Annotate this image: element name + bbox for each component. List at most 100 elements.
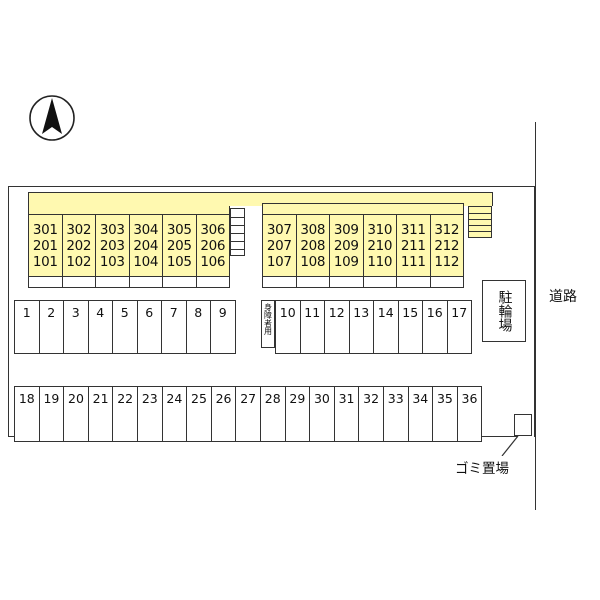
unit-number: 111 bbox=[400, 254, 426, 270]
trash-area-label: ゴミ置場 bbox=[455, 461, 509, 477]
parking-slot-number: 26 bbox=[215, 391, 232, 406]
parking-slot: 4 bbox=[88, 300, 113, 354]
trash-leader-line bbox=[501, 436, 519, 456]
unit-number: 303 bbox=[99, 222, 125, 238]
parking-slot-number: 33 bbox=[387, 391, 404, 406]
parking-slot: 23 bbox=[137, 386, 163, 442]
parking-slot-number: 25 bbox=[191, 391, 207, 406]
parking-slot: 28 bbox=[260, 386, 286, 442]
north-arrow-icon bbox=[29, 95, 75, 141]
parking-slot: 5 bbox=[113, 300, 138, 354]
parking-slot: 7 bbox=[162, 300, 187, 354]
balcony bbox=[430, 276, 463, 287]
parking-slot: 21 bbox=[88, 386, 114, 442]
parking-slot-number: 10 bbox=[279, 305, 296, 320]
parking-slot-number: 9 bbox=[218, 305, 227, 320]
parking-slot-number: 12 bbox=[328, 305, 345, 320]
unit-number: 305 bbox=[166, 222, 192, 238]
parking-slot: 13 bbox=[349, 300, 374, 354]
parking-slot-number: 34 bbox=[412, 391, 429, 406]
parking-slot-number: 28 bbox=[264, 391, 281, 406]
balcony bbox=[296, 276, 330, 287]
parking-slot-number: 36 bbox=[461, 391, 478, 406]
unit-number: 205 bbox=[166, 238, 192, 254]
balcony bbox=[62, 276, 96, 287]
parking-slot: 8 bbox=[186, 300, 211, 354]
parking-slot-number: 1 bbox=[22, 305, 31, 320]
parking-slot: 30 bbox=[310, 386, 335, 442]
parking-slot: 26 bbox=[211, 386, 237, 442]
stair-east bbox=[468, 206, 492, 238]
unit-number: 309 bbox=[333, 222, 359, 238]
parking-slot-number: 29 bbox=[289, 391, 306, 406]
trash-area-box bbox=[514, 414, 532, 436]
parking-slot-number: 23 bbox=[141, 391, 158, 406]
parking-slot-number: 7 bbox=[169, 305, 178, 320]
unit-number: 308 bbox=[300, 222, 326, 238]
parking-slot-number: 16 bbox=[426, 305, 443, 320]
parking-slot: 20 bbox=[64, 386, 89, 442]
parking-slot-number: 3 bbox=[71, 305, 80, 320]
parking-slot-number: 35 bbox=[436, 391, 453, 406]
site-boundary bbox=[8, 186, 535, 437]
unit-number: 211 bbox=[400, 238, 426, 254]
parking-slot: 33 bbox=[383, 386, 409, 442]
parking-slot-number: 30 bbox=[313, 391, 330, 406]
unit-number: 307 bbox=[266, 222, 292, 238]
parking-slot-number: 2 bbox=[47, 305, 56, 320]
parking-slot-number: 8 bbox=[194, 305, 203, 320]
unit-number: 212 bbox=[434, 238, 460, 254]
balcony bbox=[29, 276, 63, 287]
bicycle-parking: 駐輪場 bbox=[482, 280, 526, 342]
parking-slot-number: 13 bbox=[353, 305, 370, 320]
parking-slot: 32 bbox=[359, 386, 384, 442]
parking-slot-number: 32 bbox=[363, 391, 380, 406]
unit-number: 202 bbox=[66, 238, 92, 254]
balcony bbox=[96, 276, 130, 287]
unit-number: 109 bbox=[333, 254, 359, 270]
parking-slot: 2 bbox=[39, 300, 64, 354]
parking-slot: 3 bbox=[64, 300, 89, 354]
unit-number: 210 bbox=[367, 238, 393, 254]
unit-number: 304 bbox=[133, 222, 159, 238]
parking-slot: 10 bbox=[275, 300, 301, 354]
unit-number: 310 bbox=[367, 222, 393, 238]
parking-slot: 1 bbox=[14, 300, 40, 354]
unit-number: 110 bbox=[367, 254, 393, 270]
balcony bbox=[196, 276, 229, 287]
parking-slot: 34 bbox=[408, 386, 434, 442]
parking-slot: 22 bbox=[113, 386, 138, 442]
parking-slot: 15 bbox=[398, 300, 423, 354]
unit-number: 301 bbox=[32, 222, 58, 238]
parking-slot: 19 bbox=[39, 386, 65, 442]
parking-slot: 12 bbox=[325, 300, 350, 354]
parking-slot-number: 21 bbox=[92, 391, 109, 406]
parking-slot-number: 24 bbox=[166, 391, 183, 406]
unit-number: 204 bbox=[133, 238, 159, 254]
balcony bbox=[129, 276, 163, 287]
roof-band bbox=[28, 192, 493, 206]
parking-slot-number: 19 bbox=[43, 391, 60, 406]
parking-slot: 31 bbox=[334, 386, 360, 442]
unit-number: 103 bbox=[99, 254, 125, 270]
parking-slot-number: 14 bbox=[377, 305, 394, 320]
stair-west bbox=[230, 208, 245, 256]
unit-number: 112 bbox=[434, 254, 460, 270]
parking-slot: 9 bbox=[211, 300, 236, 354]
parking-slot: 25 bbox=[187, 386, 212, 442]
balcony bbox=[263, 276, 297, 287]
unit-number: 107 bbox=[266, 254, 292, 270]
unit-number: 201 bbox=[32, 238, 58, 254]
